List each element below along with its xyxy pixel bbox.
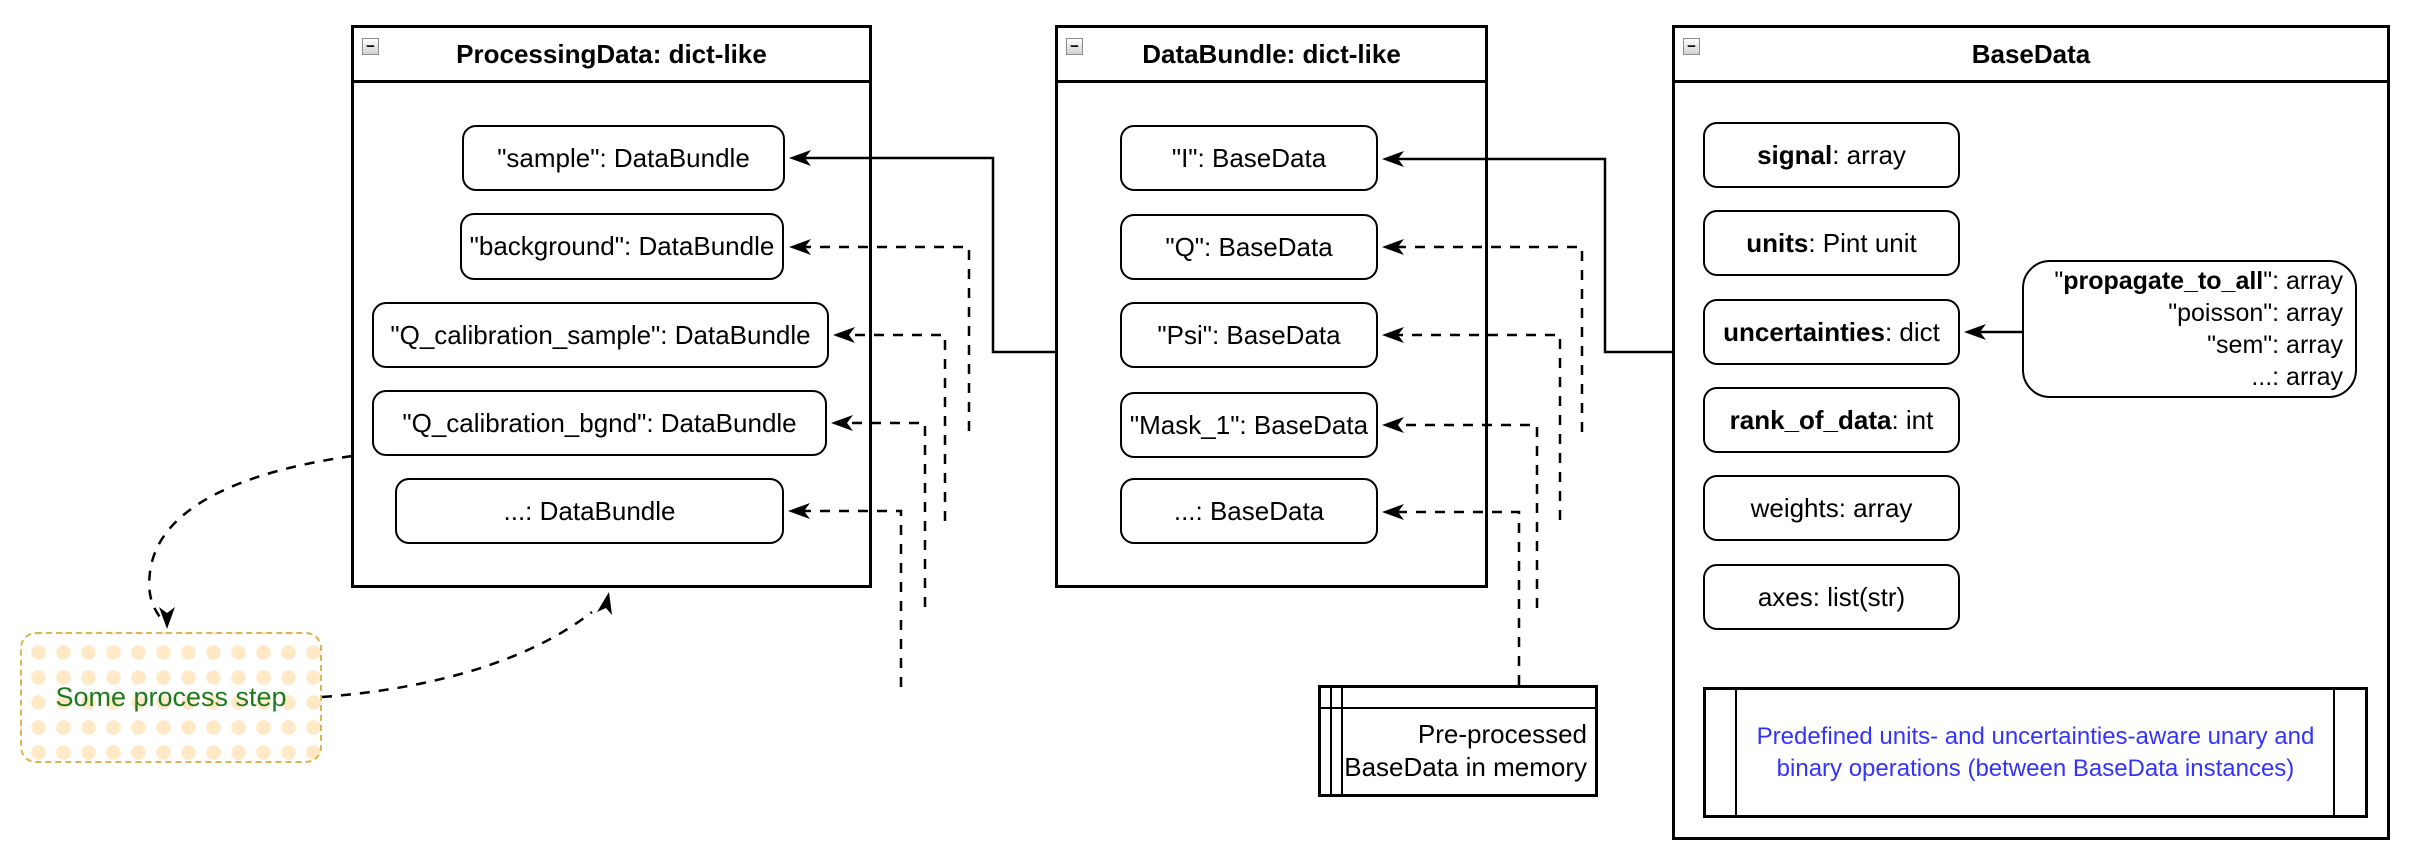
field-uncertainties: uncertainties: dict bbox=[1703, 299, 1960, 365]
dict-entry-i: "I": BaseData bbox=[1120, 125, 1378, 191]
dict-entry-q: "Q": BaseData bbox=[1120, 214, 1378, 280]
class-title-basedata: BaseData bbox=[1971, 38, 2091, 69]
field-weights: weights: array bbox=[1703, 475, 1960, 541]
field-rank-of-data: rank_of_data: int bbox=[1703, 387, 1960, 453]
class-header-databundle: − DataBundle: dict-like bbox=[1058, 28, 1485, 83]
preprocessed-left-column bbox=[1330, 688, 1332, 794]
arrowhead-down-icon bbox=[159, 607, 175, 629]
dict-entry-ellipsis-basedata: ...: BaseData bbox=[1120, 478, 1378, 544]
class-title-processingdata: ProcessingData: dict-like bbox=[456, 38, 767, 69]
detail-line: "sem": array bbox=[2207, 331, 2343, 359]
preprocessed-label: Pre-processed BaseData in memory bbox=[1344, 719, 1587, 782]
dict-entry-mask-1: "Mask_1": BaseData bbox=[1120, 392, 1378, 458]
process-step-box: Some process step bbox=[20, 632, 322, 763]
class-header-processingdata: − ProcessingData: dict-like bbox=[354, 28, 869, 83]
preprocessed-header-line bbox=[1321, 707, 1595, 709]
arrowhead-up-icon bbox=[597, 592, 612, 615]
field-units: units: Pint unit bbox=[1703, 210, 1960, 276]
operations-band: Predefined units- and uncertainties-awar… bbox=[1703, 687, 2368, 818]
field-signal: signal: array bbox=[1703, 122, 1960, 188]
collapse-minus-icon[interactable]: − bbox=[362, 38, 379, 55]
detail-line: ...: array bbox=[2251, 363, 2343, 391]
class-title-databundle: DataBundle: dict-like bbox=[1142, 38, 1401, 69]
band-right-column bbox=[2333, 690, 2335, 815]
preprocessed-left-column bbox=[1341, 688, 1343, 794]
class-header-basedata: − BaseData bbox=[1675, 28, 2387, 83]
connector-process-step-to-processingdata bbox=[321, 611, 593, 699]
dict-entry-psi: "Psi": BaseData bbox=[1120, 302, 1378, 368]
connector-processingdata-to-process-step bbox=[148, 454, 353, 621]
collapse-minus-icon[interactable]: − bbox=[1683, 38, 1700, 55]
detail-line: "poisson": array bbox=[2168, 299, 2343, 327]
dict-entry-q-calibration-sample: "Q_calibration_sample": DataBundle bbox=[372, 302, 829, 368]
dict-entry-sample: "sample": DataBundle bbox=[462, 125, 785, 191]
uncertainties-detail-box: "propagate_to_all": array "poisson": arr… bbox=[2022, 260, 2357, 398]
collapse-minus-icon[interactable]: − bbox=[1066, 38, 1083, 55]
preprocessed-basedata-box: Pre-processed BaseData in memory bbox=[1318, 685, 1598, 797]
band-left-column bbox=[1735, 690, 1737, 815]
process-step-label: Some process step bbox=[55, 682, 287, 712]
dict-entry-ellipsis-databundle: ...: DataBundle bbox=[395, 478, 784, 544]
dict-entry-q-calibration-bgnd: "Q_calibration_bgnd": DataBundle bbox=[372, 390, 827, 456]
detail-line: "propagate_to_all": array bbox=[2054, 267, 2343, 295]
operations-note: Predefined units- and uncertainties-awar… bbox=[1756, 722, 2315, 782]
field-axes: axes: list(str) bbox=[1703, 564, 1960, 630]
dict-entry-background: "background": DataBundle bbox=[460, 213, 784, 280]
